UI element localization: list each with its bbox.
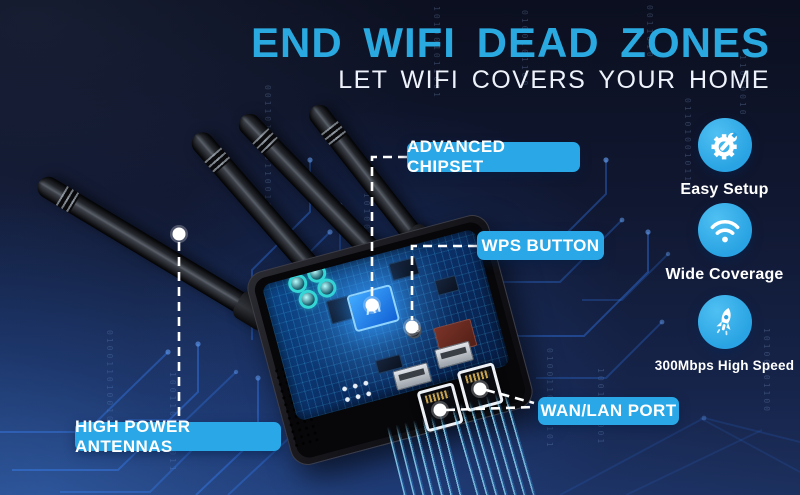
callout-wps-button: WPS BUTTON — [477, 231, 604, 260]
gear-wrench-icon — [711, 132, 737, 160]
binary-column: 10100101100 — [762, 328, 771, 414]
binary-column: 01001101001011 — [105, 330, 114, 440]
rocket-icon — [715, 308, 731, 336]
feature-high-speed: 300Mbps High Speed — [652, 295, 797, 373]
feature-label: Wide Coverage — [665, 266, 784, 283]
easy-setup-icon-circle — [697, 118, 752, 172]
feature-label: Easy Setup — [680, 181, 769, 198]
main-title: END WIFI DEAD ZONES — [250, 19, 770, 66]
binary-column: 0100101100 — [520, 10, 529, 89]
wide-coverage-icon-circle — [697, 203, 752, 257]
binary-column: 0011010 — [645, 5, 654, 60]
subtitle: LET WIFI COVERS YOUR HOME — [338, 66, 770, 94]
binary-column: 101001011001 — [432, 6, 441, 100]
callout-wan-lan-port: WAN/LAN PORT — [538, 397, 679, 425]
callout-advanced-chipset: ADVANCED CHIPSET — [407, 137, 580, 176]
feature-wide-coverage: Wide Coverage — [652, 203, 797, 284]
wifi-icon — [710, 220, 739, 243]
binary-column: 011010010110 — [683, 98, 692, 192]
feature-easy-setup: Easy Setup — [652, 118, 797, 199]
high-speed-icon-circle — [697, 295, 752, 349]
feature-label: 300Mbps High Speed — [654, 358, 795, 373]
callout-high-power-antennas: HIGH POWER ANTENNAS — [75, 417, 281, 456]
binary-column: 11010010 — [738, 55, 747, 118]
